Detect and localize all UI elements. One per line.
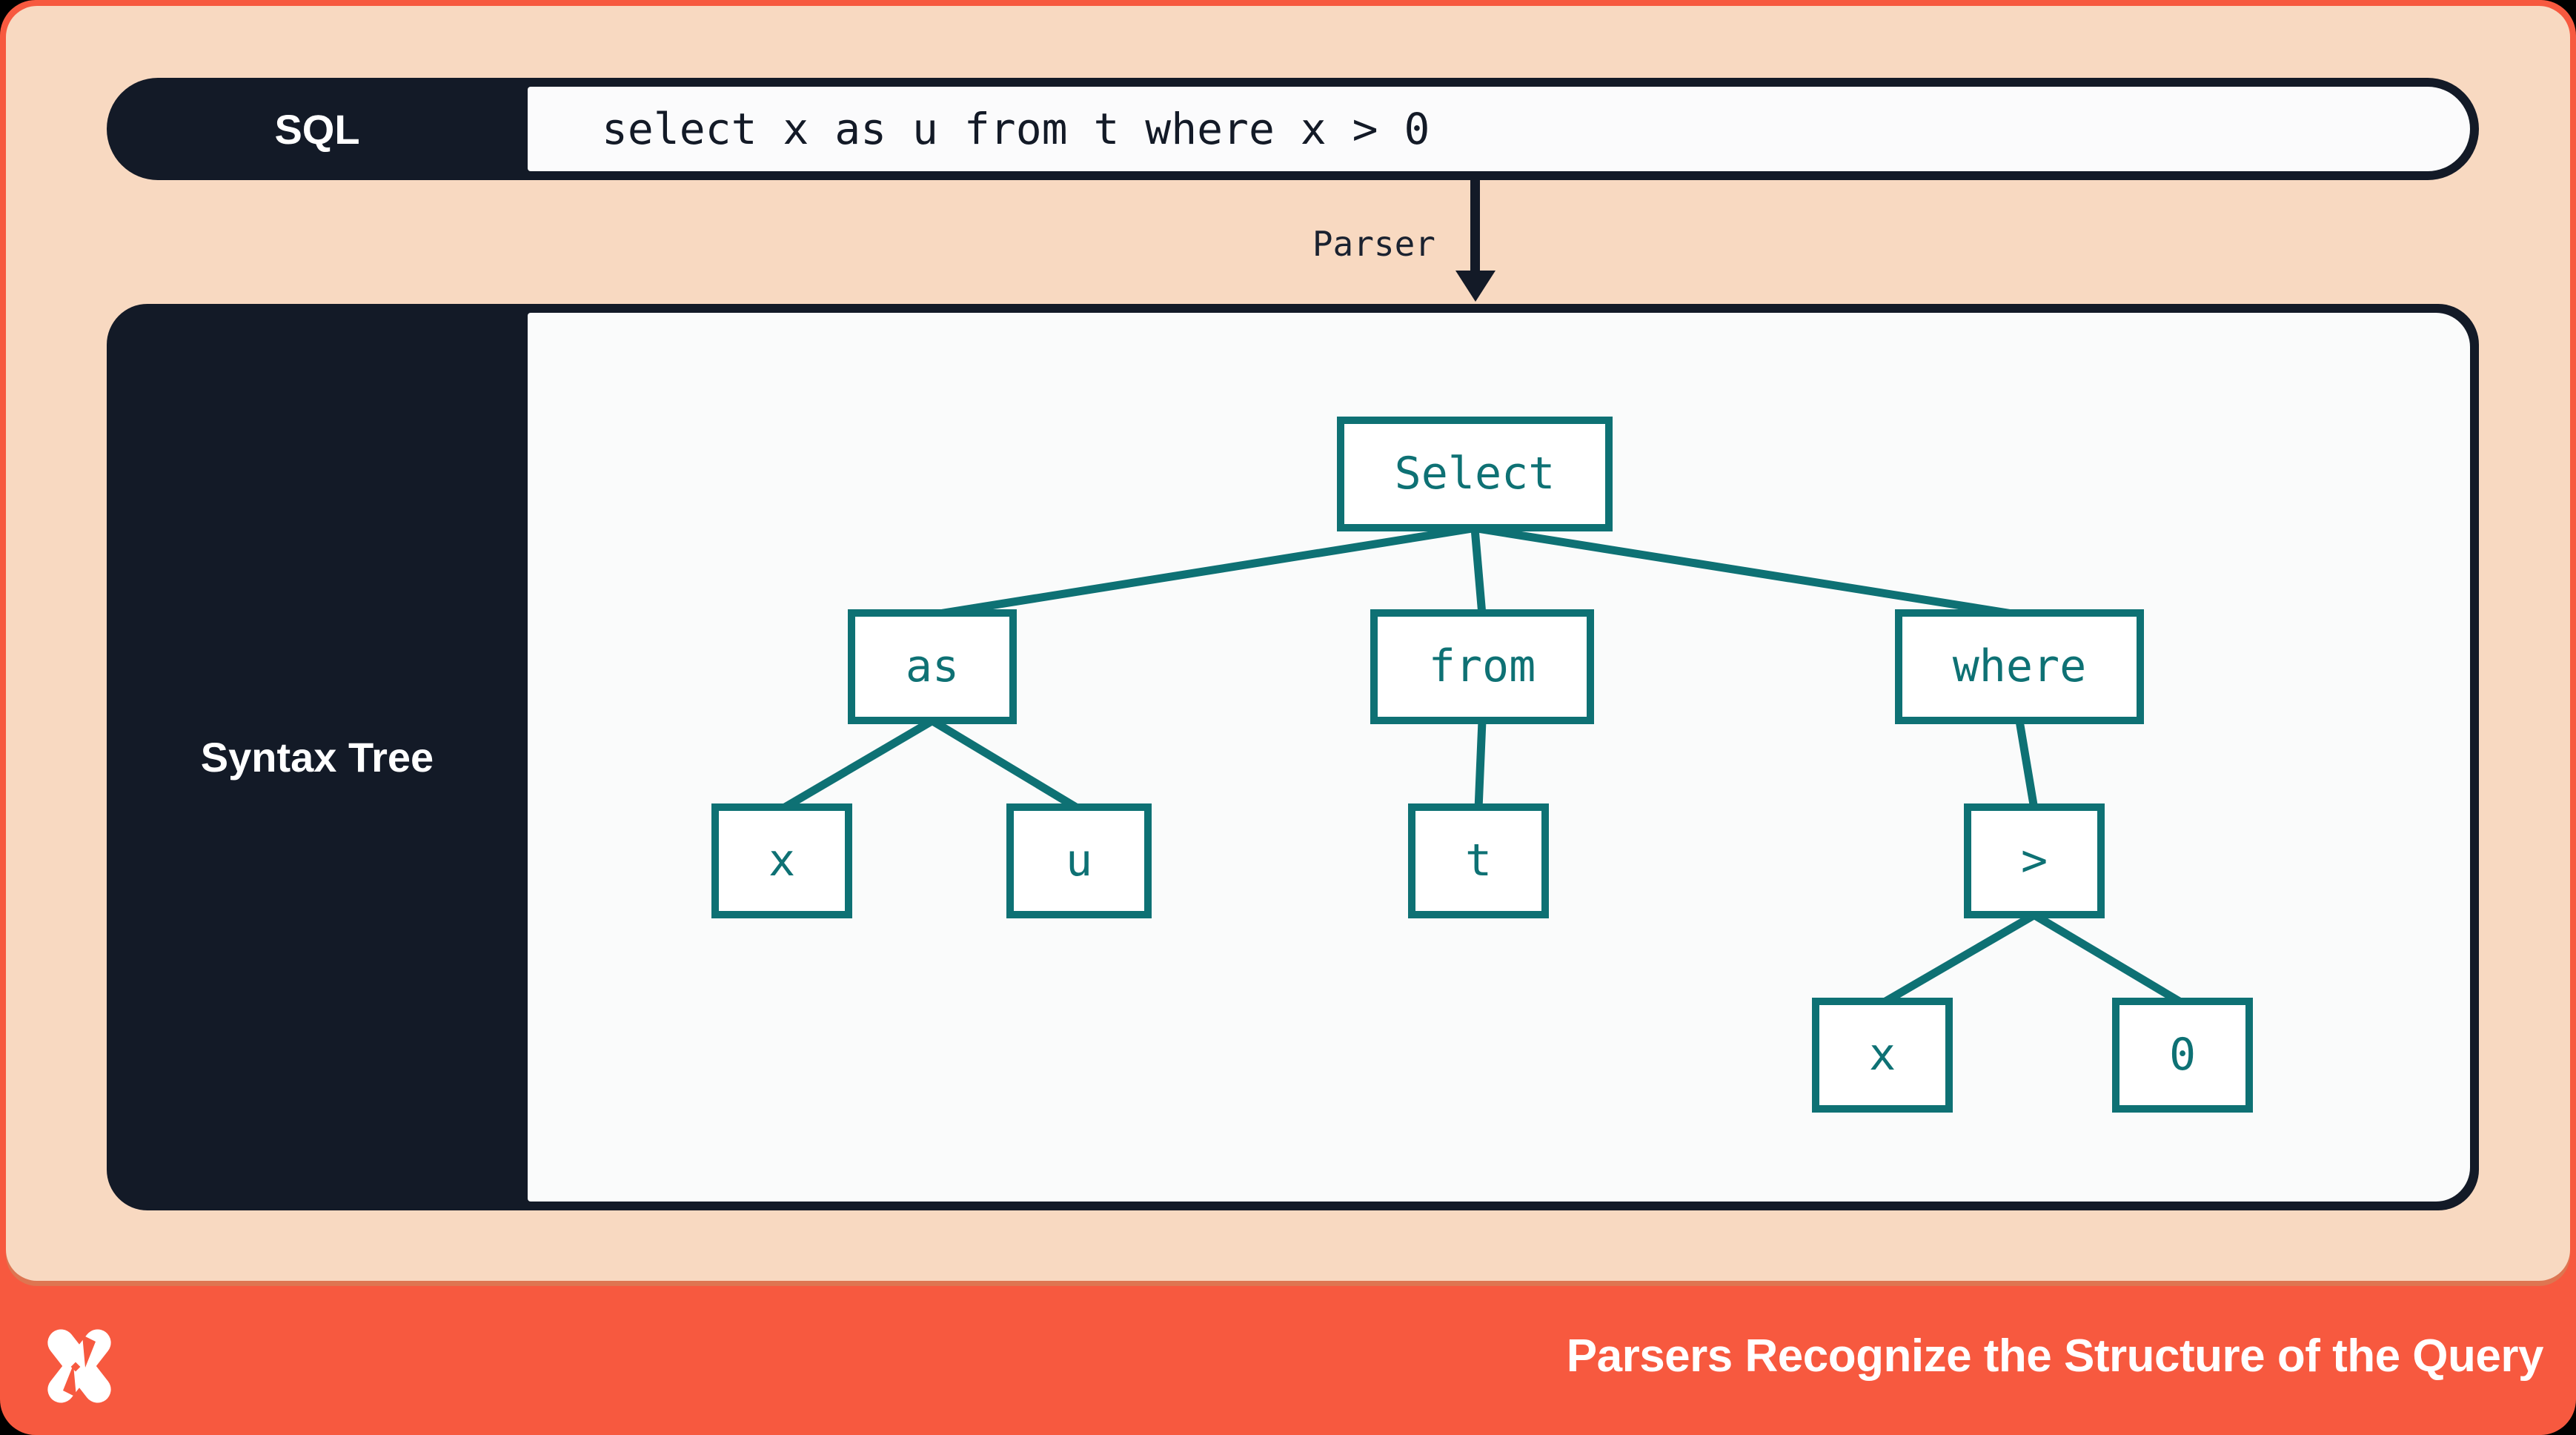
tree-node-x1: x: [711, 803, 852, 918]
footer-title: Parsers Recognize the Structure of the Q…: [1566, 1330, 2544, 1382]
tree-node-as: as: [848, 609, 1017, 724]
dolt-logo-icon: [47, 1329, 111, 1403]
tree-node-label: as: [905, 640, 960, 692]
syntax-tree-label: Syntax Tree: [200, 734, 434, 781]
sql-code-area: select x as u from t where x > 0: [528, 87, 2470, 171]
tree-node-label: Select: [1394, 448, 1556, 500]
tree-node-label: >: [2020, 835, 2048, 886]
tree-node-zero: 0: [2112, 997, 2253, 1113]
tree-node-label: u: [1065, 835, 1093, 886]
tree-node-from: from: [1370, 609, 1594, 724]
tree-node-label: x: [768, 835, 796, 886]
tree-node-label: t: [1464, 835, 1493, 886]
tree-node-u: u: [1006, 803, 1152, 918]
tree-node-label: where: [1952, 640, 2087, 692]
sql-bar-label: SQL: [274, 105, 360, 153]
tree-node-label: 0: [2168, 1029, 2197, 1081]
sql-bar: SQL select x as u from t where x > 0: [107, 78, 2479, 180]
parser-arrowhead-icon: [1455, 271, 1496, 302]
tree-node-t: t: [1408, 803, 1549, 918]
tree-node-x2: x: [1812, 997, 1953, 1113]
tree-node-gt: >: [1964, 803, 2105, 918]
parser-arrow-stem: [1470, 180, 1480, 276]
parser-label: Parser: [1312, 224, 1435, 264]
tree-node-label: x: [1868, 1029, 1896, 1081]
tree-node-select: Select: [1337, 416, 1613, 531]
tree-node-label: from: [1428, 640, 1536, 692]
tree-node-where: where: [1895, 609, 2144, 724]
sql-query-text: select x as u from t where x > 0: [602, 104, 1430, 154]
